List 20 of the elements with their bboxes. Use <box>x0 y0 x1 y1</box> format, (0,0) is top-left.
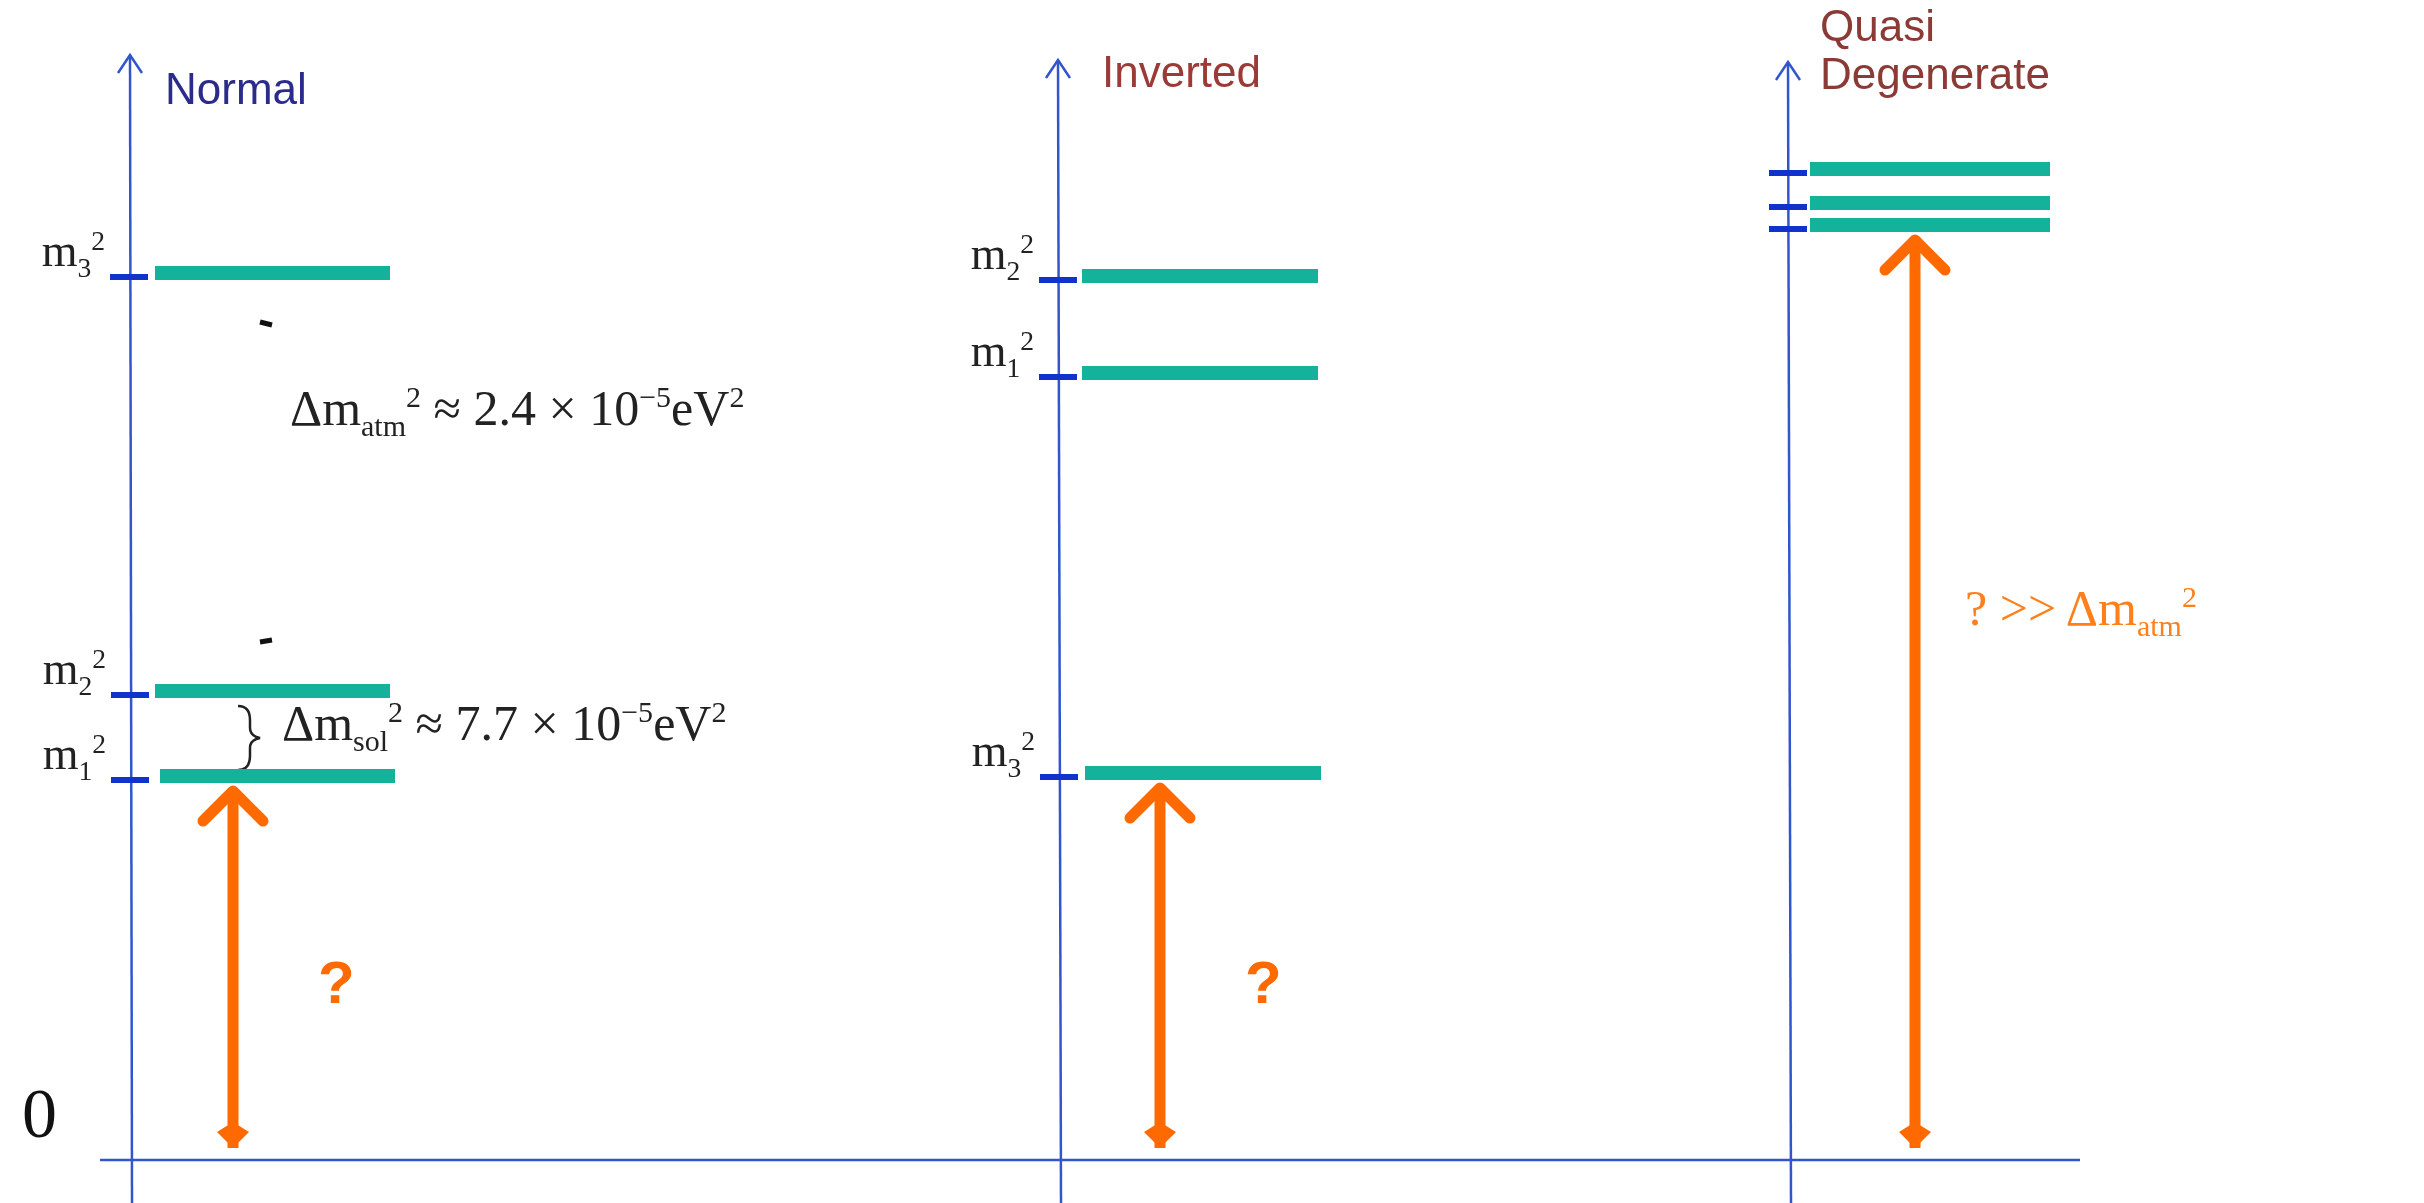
level-bar <box>155 684 390 698</box>
double-arrow <box>1124 782 1196 1148</box>
level-bar <box>160 769 395 783</box>
formula: Δm$_{atm}$$^{2}$ ≈ 2.4 × 10$^{−5}$eV$^{2}$ <box>290 380 745 442</box>
double-arrow <box>197 785 269 1148</box>
double-arrow <box>1879 234 1951 1148</box>
level-bar <box>155 266 390 280</box>
formula: Δm$_{sol}$$^{2}$ ≈ 7.7 × 10$^{−5}$eV$^{2}$ <box>282 695 727 757</box>
heading: Normal <box>165 65 307 114</box>
level-bar <box>1810 162 2050 176</box>
level-bar <box>1810 218 2050 232</box>
question-mark: ? <box>1245 950 1282 1016</box>
question-mark: ? <box>318 950 355 1016</box>
heading: Quasi Degenerate <box>1820 2 2051 99</box>
level-bar <box>1082 269 1318 283</box>
level-bar <box>1810 196 2050 210</box>
axis-label: 0 <box>22 1075 57 1152</box>
level-bar <box>1085 766 1321 780</box>
heading: Inverted <box>1102 48 1261 97</box>
level-bar <box>1082 366 1318 380</box>
